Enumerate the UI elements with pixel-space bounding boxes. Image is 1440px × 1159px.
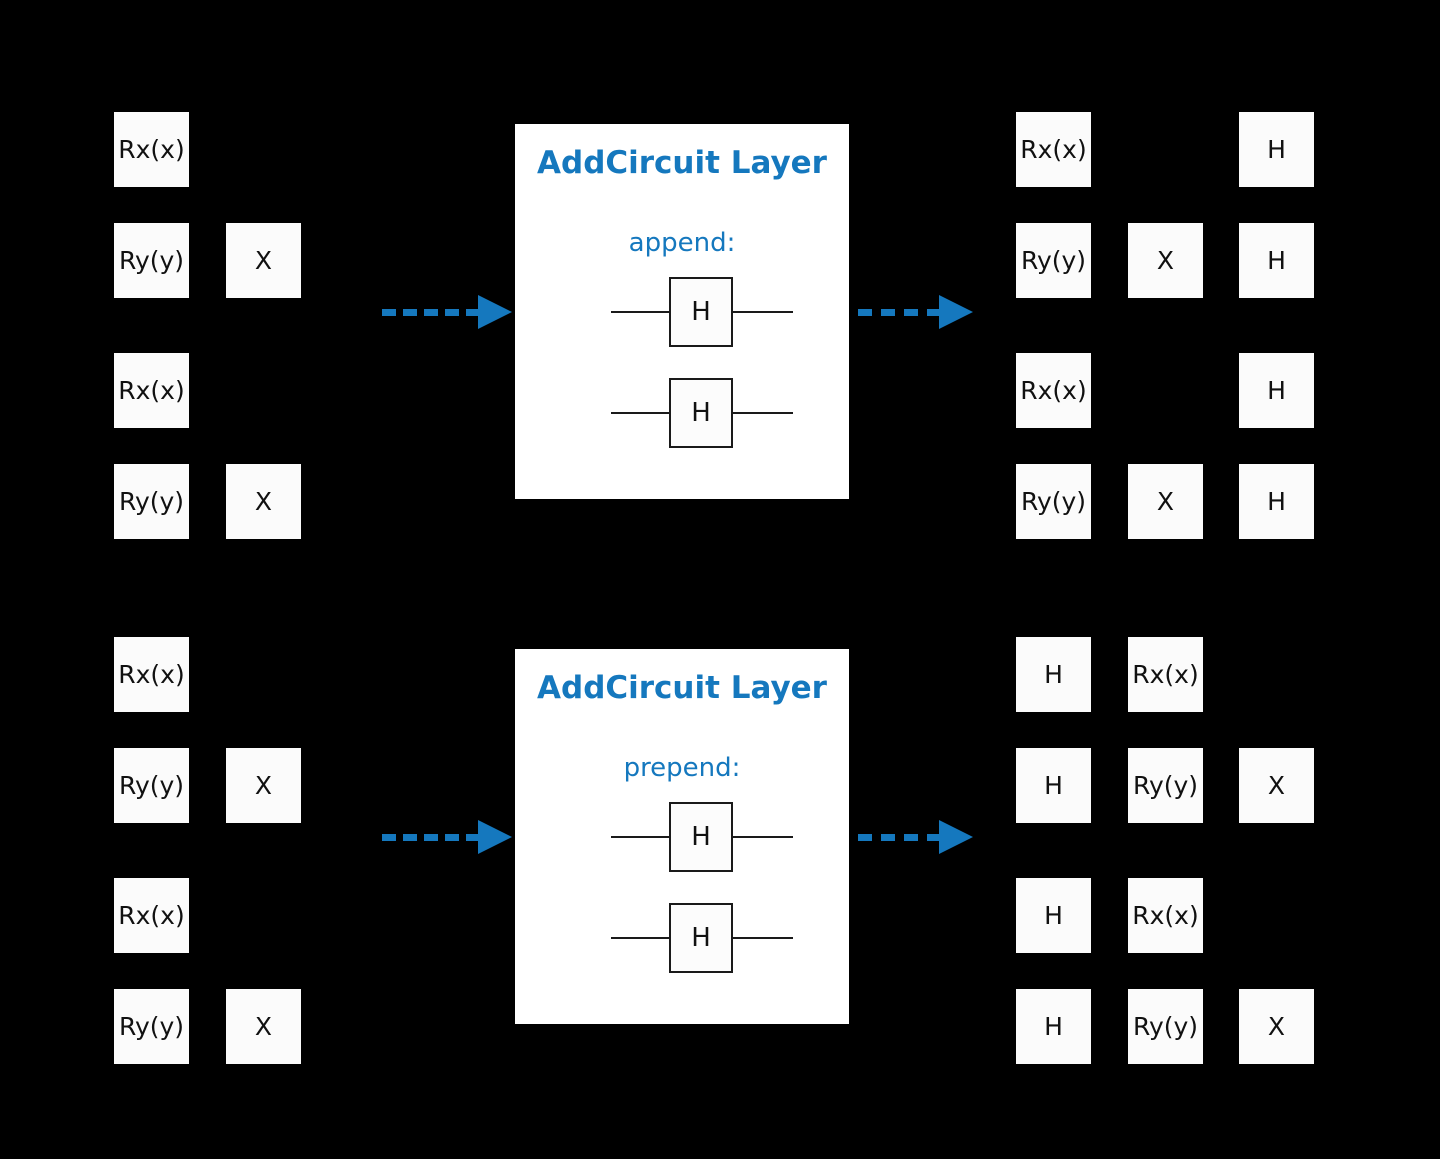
gate-rx[interactable]: Rx(x) [114,112,189,187]
gate-h[interactable]: H [1239,223,1314,298]
wire-right [731,412,793,414]
gate-h[interactable]: H [669,802,733,872]
gate-ry[interactable]: Ry(y) [114,223,189,298]
gate-ry[interactable]: Ry(y) [114,748,189,823]
gate-h[interactable]: H [1016,878,1091,953]
gate-x[interactable]: X [1239,989,1314,1064]
panel-wire-1: H [611,903,831,973]
gate-x[interactable]: X [1239,748,1314,823]
arrow-head-icon [478,820,512,854]
wire-right [731,311,793,313]
gate-ry[interactable]: Ry(y) [114,464,189,539]
gate-rx[interactable]: Rx(x) [1128,878,1203,953]
wire-left [611,311,671,313]
gate-x[interactable]: X [226,464,301,539]
arrow-head-icon [478,295,512,329]
panel-mode-label: prepend: [623,753,741,783]
gate-h[interactable]: H [1016,748,1091,823]
gate-h[interactable]: H [1239,112,1314,187]
arrow-layer-to-output-prepend [858,817,973,857]
gate-h[interactable]: H [1239,464,1314,539]
gate-rx[interactable]: Rx(x) [1016,112,1091,187]
wire-left [611,937,671,939]
gate-rx[interactable]: Rx(x) [1016,353,1091,428]
panel-mode-label: append: [628,228,736,258]
gate-rx[interactable]: Rx(x) [114,637,189,712]
gate-x[interactable]: X [226,989,301,1064]
arrow-input-to-layer-append [382,292,512,332]
arrow-dashes [382,833,480,841]
gate-ry[interactable]: Ry(y) [1016,464,1091,539]
gate-h[interactable]: H [669,903,733,973]
gate-h[interactable]: H [1016,989,1091,1064]
arrow-dashes [382,308,480,316]
arrow-dashes [858,308,941,316]
gate-ry[interactable]: Ry(y) [1128,748,1203,823]
addcircuit-layer-panel-append[interactable]: AddCircuit Layer append: H H [515,124,849,499]
arrow-head-icon [939,295,973,329]
gate-ry[interactable]: Ry(y) [114,989,189,1064]
arrow-input-to-layer-prepend [382,817,512,857]
gate-x[interactable]: X [1128,223,1203,298]
gate-h[interactable]: H [669,277,733,347]
gate-rx[interactable]: Rx(x) [1128,637,1203,712]
panel-wire-0: H [611,802,831,872]
addcircuit-layer-panel-prepend[interactable]: AddCircuit Layer prepend: H H [515,649,849,1024]
wire-right [731,836,793,838]
panel-wire-1: H [611,378,831,448]
panel-title: AddCircuit Layer [537,145,827,181]
panel-wire-0: H [611,277,831,347]
wire-left [611,836,671,838]
gate-x[interactable]: X [226,223,301,298]
gate-rx[interactable]: Rx(x) [114,878,189,953]
gate-h[interactable]: H [1239,353,1314,428]
gate-rx[interactable]: Rx(x) [114,353,189,428]
gate-x[interactable]: X [1128,464,1203,539]
gate-ry[interactable]: Ry(y) [1128,989,1203,1064]
gate-ry[interactable]: Ry(y) [1016,223,1091,298]
arrow-layer-to-output-append [858,292,973,332]
gate-h[interactable]: H [1016,637,1091,712]
arrow-dashes [858,833,941,841]
wire-left [611,412,671,414]
wire-right [731,937,793,939]
gate-h[interactable]: H [669,378,733,448]
arrow-head-icon [939,820,973,854]
panel-title: AddCircuit Layer [537,670,827,706]
gate-x[interactable]: X [226,748,301,823]
